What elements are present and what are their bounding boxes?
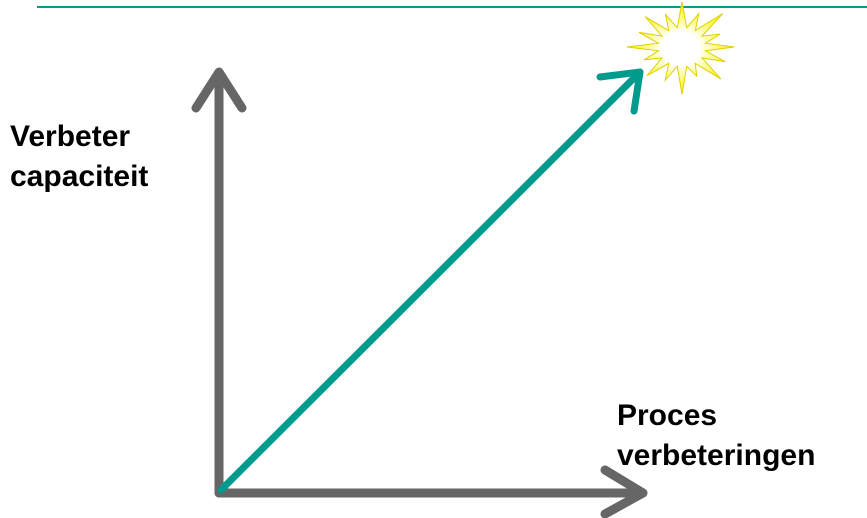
y-axis-label-line2: capaciteit [10, 160, 149, 193]
starburst-shape [626, 1, 735, 95]
diagonal-arrow [217, 68, 644, 494]
diagonal-arrow-line [217, 72, 640, 494]
x-axis [214, 465, 648, 518]
diagonal-arrowhead [596, 68, 644, 115]
starburst-icon [626, 1, 735, 95]
x-axis-label-line2: verbeteringen [617, 439, 816, 472]
x-axis-arrowhead [600, 465, 648, 518]
y-axis-arrowhead [191, 67, 247, 113]
y-axis-label-line1: Verbeter [10, 120, 131, 153]
top-divider-line [37, 6, 867, 8]
x-axis-label-line1: Proces [617, 399, 718, 432]
x-axis-label: Proces verbeteringen [617, 396, 815, 476]
y-axis-label: Verbeter capaciteit [10, 117, 148, 197]
y-axis [191, 67, 247, 498]
